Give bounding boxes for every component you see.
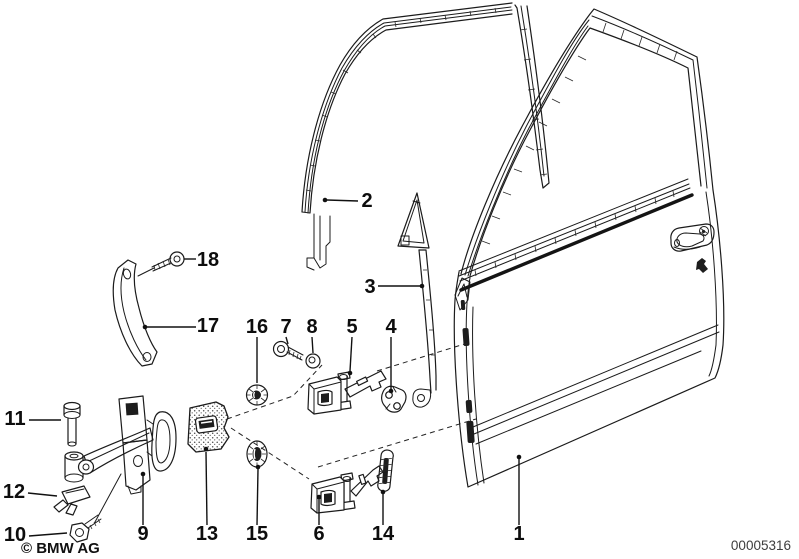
seal-leg-hatching xyxy=(519,28,548,176)
grommet-upper xyxy=(245,384,269,406)
door-check-bracket xyxy=(112,259,158,367)
part-label-2[interactable]: 2 xyxy=(361,190,372,212)
part-label-18[interactable]: 18 xyxy=(197,249,219,271)
document-number: 00005316 xyxy=(731,538,791,553)
part-label-3[interactable]: 3 xyxy=(364,276,375,298)
part-label-1[interactable]: 1 xyxy=(513,523,524,545)
frame-hatching xyxy=(481,22,678,245)
pillar-cover-strip xyxy=(377,449,394,492)
part-label-6[interactable]: 6 xyxy=(313,523,324,545)
pin-bushing xyxy=(64,451,84,483)
part-label-9[interactable]: 9 xyxy=(137,523,148,545)
assembly-axis-lines xyxy=(226,341,477,480)
lower-hinge xyxy=(310,465,384,514)
door-check-assembly xyxy=(77,395,177,495)
rail-rivets xyxy=(423,269,435,356)
lock-striker-plate xyxy=(187,401,230,453)
hex-bolt xyxy=(69,514,102,543)
front-edge-top-bracket xyxy=(454,277,471,311)
door-handle xyxy=(670,223,715,252)
part-label-4[interactable]: 4 xyxy=(385,316,397,338)
screw xyxy=(151,251,185,272)
window-guide-rail xyxy=(397,192,437,408)
spring-clip xyxy=(53,485,91,516)
check-strap-pin xyxy=(63,401,81,447)
part-label-5[interactable]: 5 xyxy=(346,316,357,338)
seal-hatching xyxy=(305,7,497,192)
part-label-12[interactable]: 12 xyxy=(3,481,25,503)
door-lock-knob xyxy=(696,258,708,273)
hinge-bolt xyxy=(272,340,304,361)
part-label-17[interactable]: 17 xyxy=(197,315,219,337)
upper-hinge xyxy=(307,370,387,415)
window-frame-seal xyxy=(301,2,550,271)
part-label-14[interactable]: 14 xyxy=(372,523,395,545)
copyright-notice: © BMW AG xyxy=(21,540,100,557)
door-panel xyxy=(453,8,725,488)
part-label-16[interactable]: 16 xyxy=(246,316,268,338)
belt-hatching xyxy=(474,190,675,277)
hinge-mount-slots xyxy=(460,299,475,444)
part-label-7[interactable]: 7 xyxy=(280,316,291,338)
part-label-10[interactable]: 10 xyxy=(4,524,26,546)
leader-lines xyxy=(27,197,522,537)
hinge-backing-plate xyxy=(381,385,407,413)
hinge-washer xyxy=(305,353,321,369)
part-label-15[interactable]: 15 xyxy=(246,523,268,545)
part-label-8[interactable]: 8 xyxy=(306,316,317,338)
part-label-13[interactable]: 13 xyxy=(196,523,218,545)
part-callouts: 1 2 3 4 5 6 7 8 9 10 11 12 13 14 15 16 1… xyxy=(3,190,525,546)
part-label-11[interactable]: 11 xyxy=(4,408,25,430)
